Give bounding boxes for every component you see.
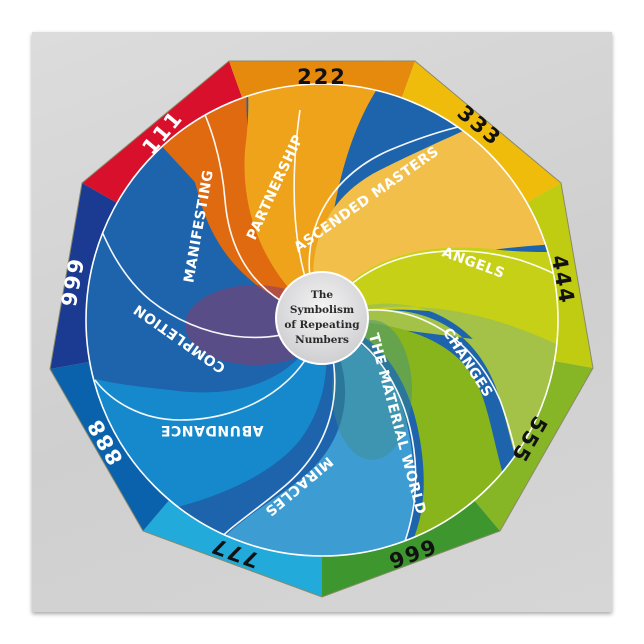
center-hub: The Symbolism of Repeating Numbers [275,271,369,365]
title-line-4: Numbers [295,334,349,346]
petal-miracles [200,320,414,556]
petal-partnership [240,84,420,320]
petal-angels [322,240,558,380]
label-abundance: ABUNDANCE [160,422,263,438]
title-line-3: of Repeating [284,319,360,331]
number-222: 222 [297,65,347,89]
title-line-2: Symbolism [290,304,354,316]
inner-ring-border [85,83,559,557]
title-line-1: The [311,289,333,301]
